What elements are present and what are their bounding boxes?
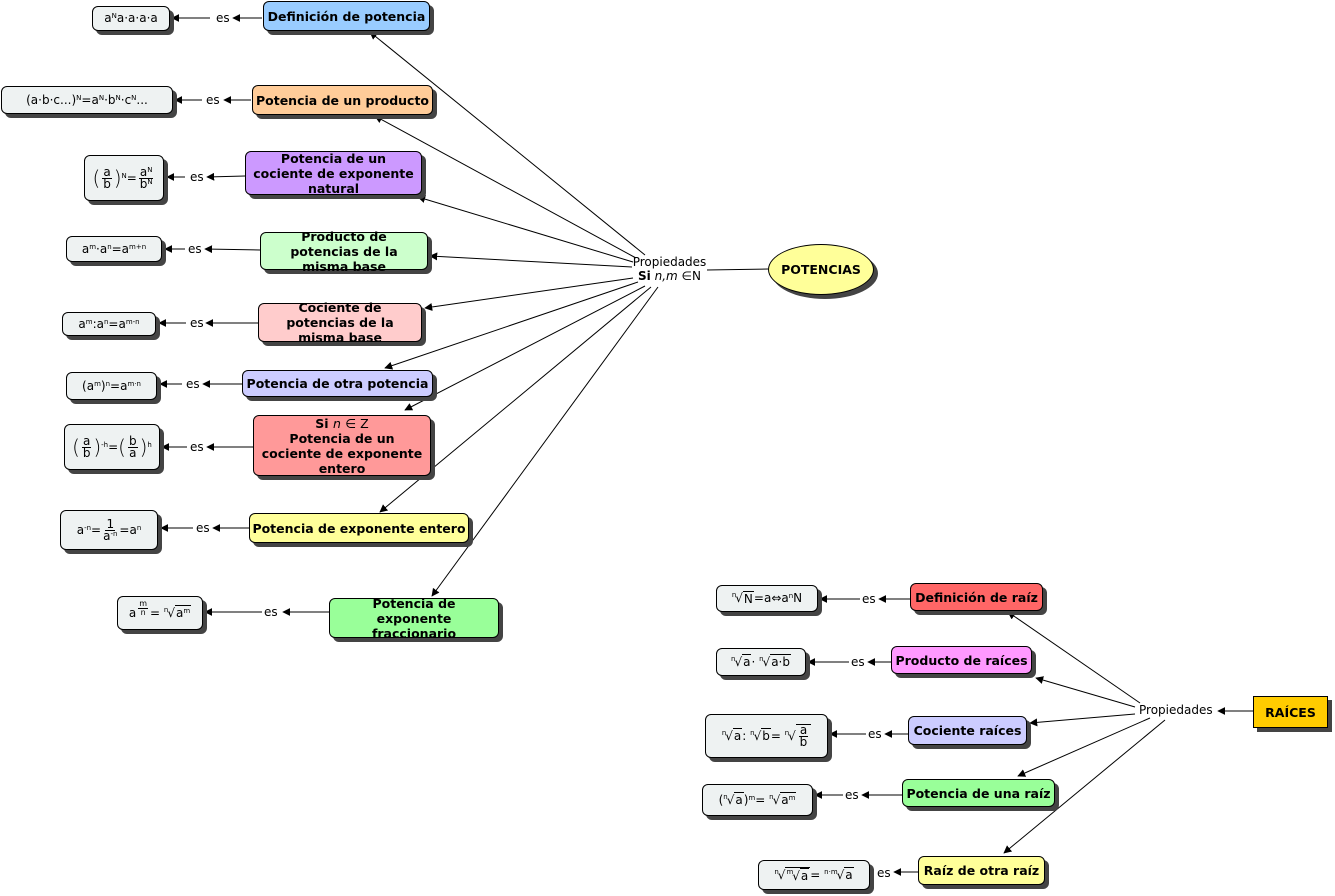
hub-set: ∈N <box>681 269 701 283</box>
c7-si: Si <box>315 415 329 431</box>
concept-cociente-potencias[interactable]: Cociente de potencias de la misma base <box>258 300 422 345</box>
concept-potencia-producto[interactable]: Potencia de un producto <box>252 85 433 115</box>
raiz-link-es-1: es <box>862 592 876 606</box>
concept-producto-raices[interactable]: Producto de raíces <box>891 646 1032 674</box>
raices-root-node[interactable]: RAÍCES <box>1253 696 1328 728</box>
concept-producto-potencias[interactable]: Producto de potencias de la misma base <box>260 229 428 274</box>
concept-raiz-otra-raiz[interactable]: Raíz de otra raíz <box>918 856 1045 885</box>
c7-set: ∈ Z <box>345 415 369 431</box>
raices-hub-label: Propiedades <box>1139 703 1213 717</box>
formula-raiz-otra-raiz: n√m√a= n·m√a <box>758 860 870 890</box>
hub-si: Si <box>638 269 651 283</box>
link-es-5: es <box>190 316 204 330</box>
link-es-4: es <box>188 242 202 256</box>
hub-condition: Si n,m ∈N <box>632 269 707 283</box>
concept-potencia-cociente-entero[interactable]: Si n ∈ Z Potencia de un cociente de expo… <box>253 415 431 476</box>
hub-vars: n,m <box>654 269 678 283</box>
link-es-9: es <box>264 605 278 619</box>
concept-potencia-exponente-fraccionario[interactable]: Potencia de exponente fraccionario <box>329 596 499 641</box>
raiz-link-es-3: es <box>868 727 882 741</box>
formula-producto-raices: n√a· n√a·b <box>716 648 806 676</box>
raiz-link-es-5: es <box>877 866 891 880</box>
c7-var: n <box>332 415 341 431</box>
link-es-2: es <box>206 93 220 107</box>
link-es-1: es <box>216 11 230 25</box>
link-es-6: es <box>186 377 200 391</box>
link-es-3: es <box>190 170 204 184</box>
concept-potencia-cociente-natural[interactable]: Potencia de un cociente de exponente nat… <box>245 151 422 196</box>
concept-potencia-otra-potencia[interactable]: Potencia de otra potencia <box>242 370 433 397</box>
c7-label: Potencia de un cociente de exponente ent… <box>261 430 423 476</box>
raiz-link-es-4: es <box>845 788 859 802</box>
concept-potencia-raiz[interactable]: Potencia de una raíz <box>902 779 1055 807</box>
raiz-link-es-2: es <box>851 655 865 669</box>
potencias-hub-label: Propiedades Si n,m ∈N <box>632 255 707 283</box>
formula-potencia-raiz: (n√a)m= n√am <box>702 784 813 816</box>
concept-potencia-exponente-entero[interactable]: Potencia de exponente entero <box>249 513 469 543</box>
link-es-8: es <box>196 521 210 535</box>
concept-cociente-raices[interactable]: Cociente raíces <box>908 716 1027 745</box>
c7-condition: Si n ∈ Z <box>315 416 368 431</box>
potencias-root-node[interactable]: POTENCIAS <box>768 244 874 295</box>
hub-propiedades: Propiedades <box>632 255 707 269</box>
concept-definicion-raiz[interactable]: Definición de raíz <box>910 583 1043 611</box>
concept-definicion-potencia[interactable]: Definición de potencia <box>263 1 430 31</box>
link-es-7: es <box>190 440 204 454</box>
